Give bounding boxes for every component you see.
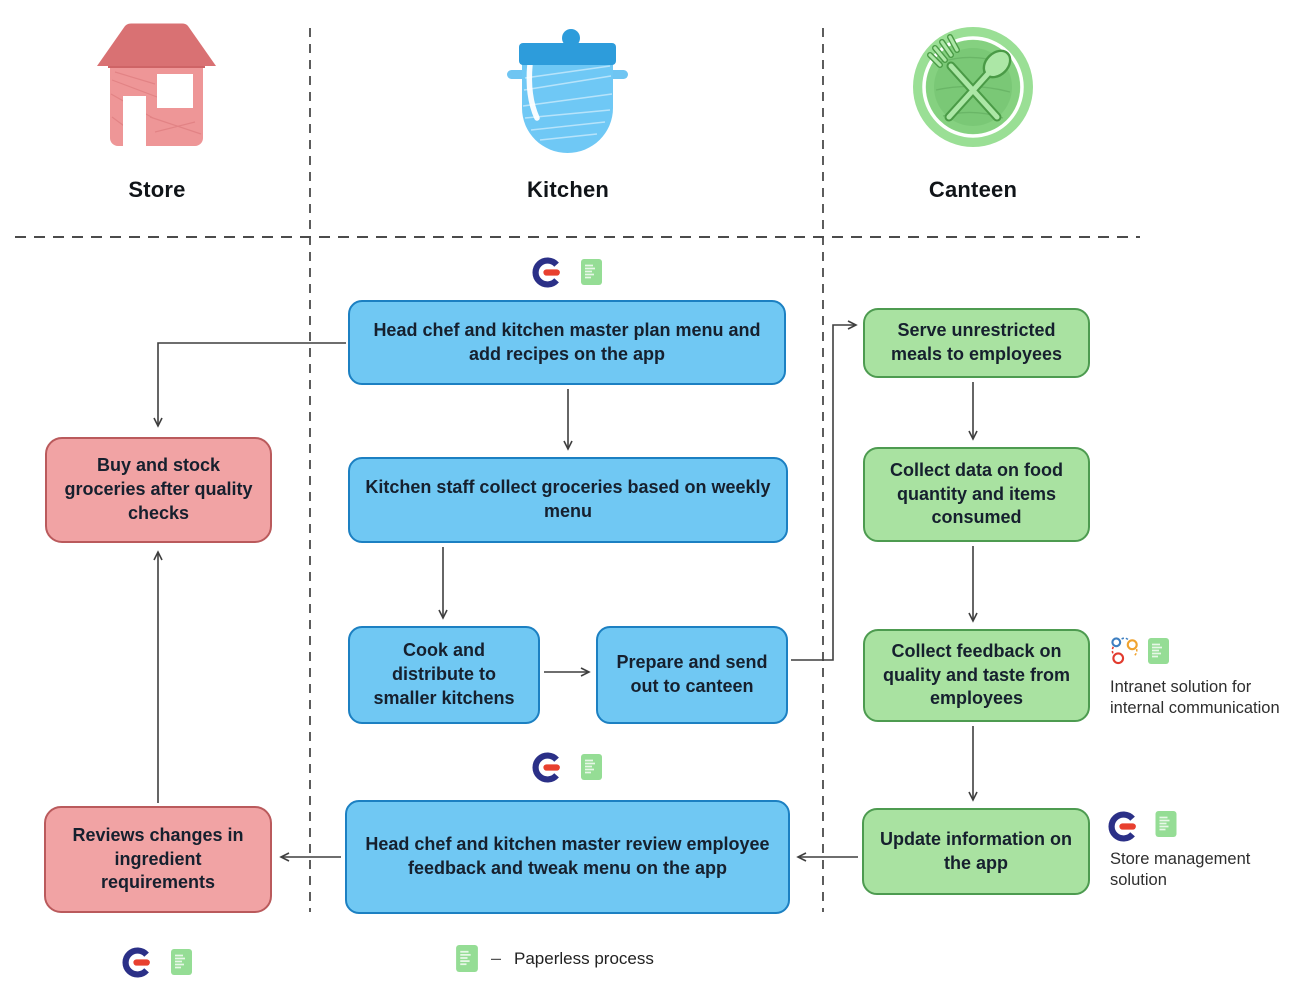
step-collect-feedback: Collect feedback on quality and taste fr… — [863, 629, 1090, 722]
step-serve-meals: Serve unrestricted meals to employees — [863, 308, 1090, 378]
g-ring-logo-icon — [1108, 811, 1136, 842]
legend-paperless: – Paperless process — [456, 945, 654, 972]
g-ring-logo-icon — [532, 752, 560, 783]
annotation-intranet: Intranet solution for internal communica… — [1110, 678, 1280, 718]
connect-circles-icon — [1111, 637, 1138, 665]
step-update-info: Update information on the app — [862, 808, 1090, 895]
step-buy-stock: Buy and stock groceries after quality ch… — [45, 437, 272, 543]
lane-label-canteen: Canteen — [928, 177, 1018, 202]
legend-dash: – — [491, 948, 502, 968]
step-collect-groceries: Kitchen staff collect groceries based on… — [348, 457, 788, 543]
green-document-icon — [1155, 811, 1177, 837]
step-cook-distribute: Cook and distribute to smaller kitchens — [348, 626, 540, 724]
g-ring-logo-icon — [122, 947, 150, 978]
step-collect-data: Collect data on food quantity and items … — [863, 447, 1090, 542]
lane-label-store: Store — [128, 177, 186, 202]
cooking-pot-icon — [507, 29, 628, 153]
connector-prepare-to-serve — [791, 320, 858, 661]
plate-fork-spoon-icon — [913, 27, 1033, 147]
green-document-icon — [456, 945, 478, 972]
step-review-feedback: Head chef and kitchen master review empl… — [345, 800, 790, 914]
green-document-icon — [171, 949, 192, 975]
g-ring-logo-icon — [532, 257, 560, 288]
house-icon — [97, 23, 216, 146]
step-plan-menu: Head chef and kitchen master plan menu a… — [348, 300, 786, 385]
lane-label-kitchen: Kitchen — [526, 177, 610, 202]
legend-label: Paperless process — [514, 948, 654, 968]
green-document-icon — [1148, 638, 1169, 664]
green-document-icon — [581, 259, 602, 285]
step-prepare-send: Prepare and send out to canteen — [596, 626, 788, 724]
connector-plan-to-buystock — [153, 342, 346, 428]
green-document-icon — [581, 754, 602, 780]
step-reviews-changes: Reviews changes in ingredient requiremen… — [44, 806, 272, 913]
annotation-store-management: Store management solution — [1110, 850, 1251, 890]
